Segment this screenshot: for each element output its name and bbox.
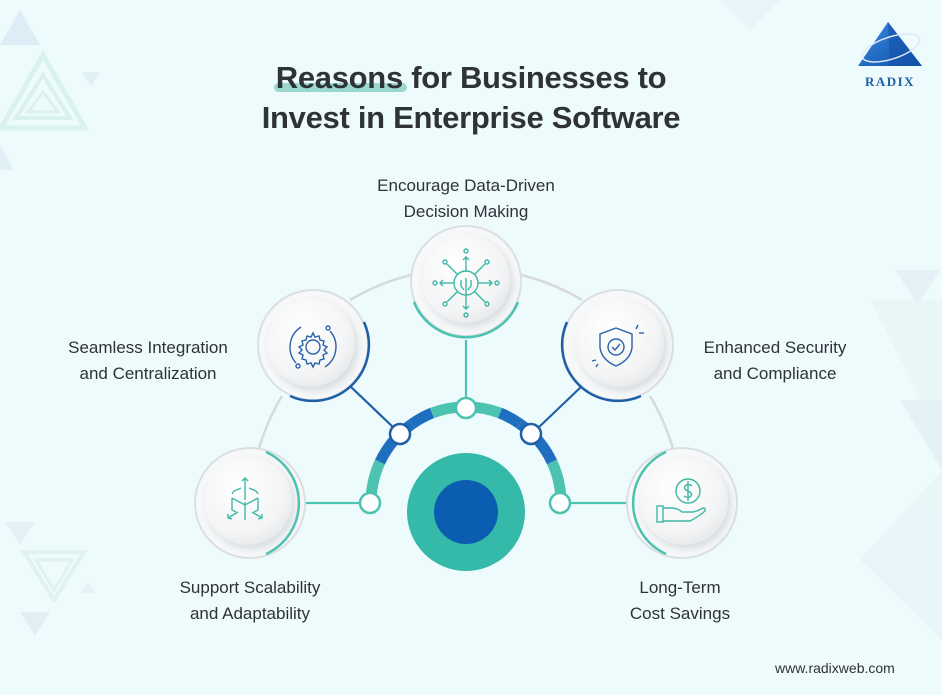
- item-circle-cost[interactable]: [626, 447, 738, 559]
- page-title: Reasons for Businesses to Invest in Ente…: [0, 58, 942, 138]
- label-security: Enhanced Security and Compliance: [680, 335, 870, 387]
- item-circle-data-driven[interactable]: [410, 225, 522, 339]
- radix-logo: RADIX: [848, 18, 932, 94]
- item-circle-integration[interactable]: [257, 289, 371, 403]
- triangle-decoration: [0, 10, 40, 45]
- target-hub-icon: [407, 453, 525, 571]
- logo-text: RADIX: [864, 74, 916, 89]
- connector-lines: [302, 340, 630, 505]
- label-integration: Seamless Integration and Centralization: [40, 335, 256, 387]
- title-line1-rest: for Businesses to: [402, 60, 667, 95]
- label-line-2: and Centralization: [79, 364, 217, 383]
- label-line-1: Long-Term: [639, 578, 721, 597]
- label-scalability: Support Scalability and Adaptability: [152, 575, 348, 627]
- label-line-1: Support Scalability: [179, 578, 321, 597]
- shield-check-icon: [591, 324, 644, 368]
- title-line-1: Reasons for Businesses to: [0, 58, 942, 98]
- label-cost: Long-Term Cost Savings: [602, 575, 758, 627]
- label-line-2: and Adaptability: [189, 604, 311, 623]
- label-line-2: Cost Savings: [629, 604, 731, 623]
- arc-nodes: [358, 396, 572, 515]
- gear-cycle-icon: [289, 325, 337, 369]
- item-circle-scalability[interactable]: [194, 447, 306, 559]
- website-url[interactable]: www.radixweb.com: [775, 660, 895, 676]
- label-line-1: Encourage Data-Driven: [377, 176, 555, 195]
- label-data-driven: Encourage Data-Driven Decision Making: [352, 173, 580, 225]
- label-line-2: Decision Making: [403, 202, 529, 221]
- hand-dollar-icon: [656, 478, 706, 523]
- cube-arrows-icon: [227, 477, 263, 520]
- item-circle-security[interactable]: [560, 289, 674, 403]
- label-line-1: Seamless Integration: [68, 338, 228, 357]
- title-highlight: Reasons: [273, 58, 408, 98]
- pyramid-logo-icon: [858, 22, 922, 66]
- network-nodes-icon: [432, 248, 500, 318]
- label-line-2: and Compliance: [713, 364, 837, 383]
- title-line-2: Invest in Enterprise Software: [261, 100, 681, 135]
- label-line-1: Enhanced Security: [703, 338, 847, 357]
